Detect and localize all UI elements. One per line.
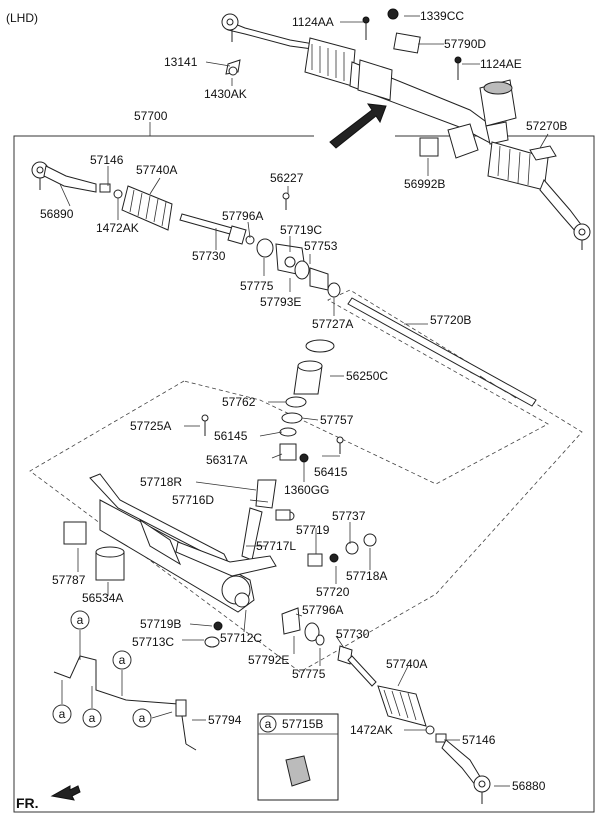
part-label-57730-top: 57730 — [192, 249, 226, 263]
part-label-57717L: 57717L — [256, 539, 296, 553]
part-label-57719B: 57719B — [140, 617, 181, 631]
part-label-56880: 56880 — [512, 779, 546, 793]
gear-housing — [63, 473, 377, 648]
part-label-57730-bot: 57730 — [336, 627, 370, 641]
part-label-57775-top: 57775 — [240, 279, 274, 293]
ref-a-4: a — [89, 711, 96, 725]
part-label-56145: 56145 — [214, 429, 248, 443]
part-label-1124AA: 1124AA — [292, 15, 334, 29]
part-label-57270B: 57270B — [526, 119, 567, 133]
part-label-57762: 57762 — [222, 395, 256, 409]
part-label-57700: 57700 — [134, 109, 168, 123]
steering-gear-assembly-top — [221, 8, 591, 250]
part-label-57719C: 57719C — [280, 223, 322, 237]
part-label-1472AK-top: 1472AK — [96, 221, 139, 235]
part-label-57720: 57720 — [316, 585, 350, 599]
part-label-1430AK: 1430AK — [204, 87, 247, 101]
explode-arrow — [329, 103, 387, 149]
part-label-57146-bot: 57146 — [462, 733, 496, 747]
legend-clip-icon — [285, 755, 311, 787]
rack-subassembly-outline — [29, 289, 583, 673]
part-label-57737: 57737 — [332, 509, 366, 523]
part-label-57740A-top: 57740A — [136, 163, 177, 177]
part-label-56534A: 56534A — [82, 591, 123, 605]
part-label-57718A: 57718A — [346, 569, 387, 583]
part-label-1339CC: 1339CC — [420, 9, 464, 23]
part-label-57727A: 57727A — [312, 317, 353, 331]
part-label-57713C: 57713C — [132, 635, 174, 649]
part-label-57790D: 57790D — [444, 37, 486, 51]
part-label-57792E: 57792E — [248, 653, 289, 667]
ref-a-1: a — [77, 613, 84, 627]
front-direction-label: FR. — [16, 795, 39, 811]
part-label-1472AK-bot: 1472AK — [350, 723, 393, 737]
wiring-harness — [53, 655, 197, 751]
leader-lines — [59, 15, 549, 787]
yoke-parts — [201, 339, 344, 463]
part-label-13141: 13141 — [164, 55, 198, 69]
part-label-1360GG: 1360GG — [284, 483, 329, 497]
ref-markers: a a a a a a — [52, 610, 277, 733]
variant-label: (LHD) — [6, 11, 38, 25]
ref-a-5: a — [139, 711, 146, 725]
part-label-57719: 57719 — [296, 523, 330, 537]
part-label-56227: 56227 — [270, 171, 304, 185]
part-label-56415: 56415 — [314, 465, 348, 479]
part-label-56992B: 56992B — [404, 177, 445, 191]
left-tie-rod-group — [31, 161, 255, 245]
part-label-57720B: 57720B — [430, 313, 471, 327]
part-label-57793E: 57793E — [260, 295, 301, 309]
pinion-internals — [256, 192, 341, 298]
part-label-56250C: 56250C — [346, 369, 388, 383]
part-label-57775-bot: 57775 — [292, 667, 326, 681]
part-label-57718R: 57718R — [140, 475, 182, 489]
ref-a-3: a — [59, 707, 66, 721]
part-label-56890: 56890 — [40, 207, 74, 221]
assembly-boundary — [13, 135, 595, 813]
part-label-57796A-top: 57796A — [222, 209, 263, 223]
part-label-57146-top: 57146 — [90, 153, 124, 167]
part-label-57796A-bot: 57796A — [302, 603, 343, 617]
part-label-56317A: 56317A — [206, 453, 247, 467]
part-label-57712C: 57712C — [220, 631, 262, 645]
right-tie-rod-group — [281, 607, 491, 804]
rack-bar — [347, 297, 537, 407]
part-label-57715B: 57715B — [282, 717, 323, 731]
ref-a-legend: a — [265, 717, 272, 731]
part-label-57753: 57753 — [304, 239, 338, 253]
part-label-57794: 57794 — [208, 713, 242, 727]
part-label-57740A-bot: 57740A — [386, 657, 427, 671]
part-label-57757: 57757 — [320, 413, 354, 427]
part-label-57787: 57787 — [52, 573, 86, 587]
part-labels: (LHD) 1124AA 1339CC 57790D 13141 1124AE … — [6, 9, 567, 811]
part-label-57725A: 57725A — [130, 419, 171, 433]
front-arrow-icon — [50, 785, 81, 801]
ref-a-2: a — [119, 653, 126, 667]
part-label-1124AE: 1124AE — [480, 57, 522, 71]
part-label-57716D: 57716D — [172, 493, 214, 507]
